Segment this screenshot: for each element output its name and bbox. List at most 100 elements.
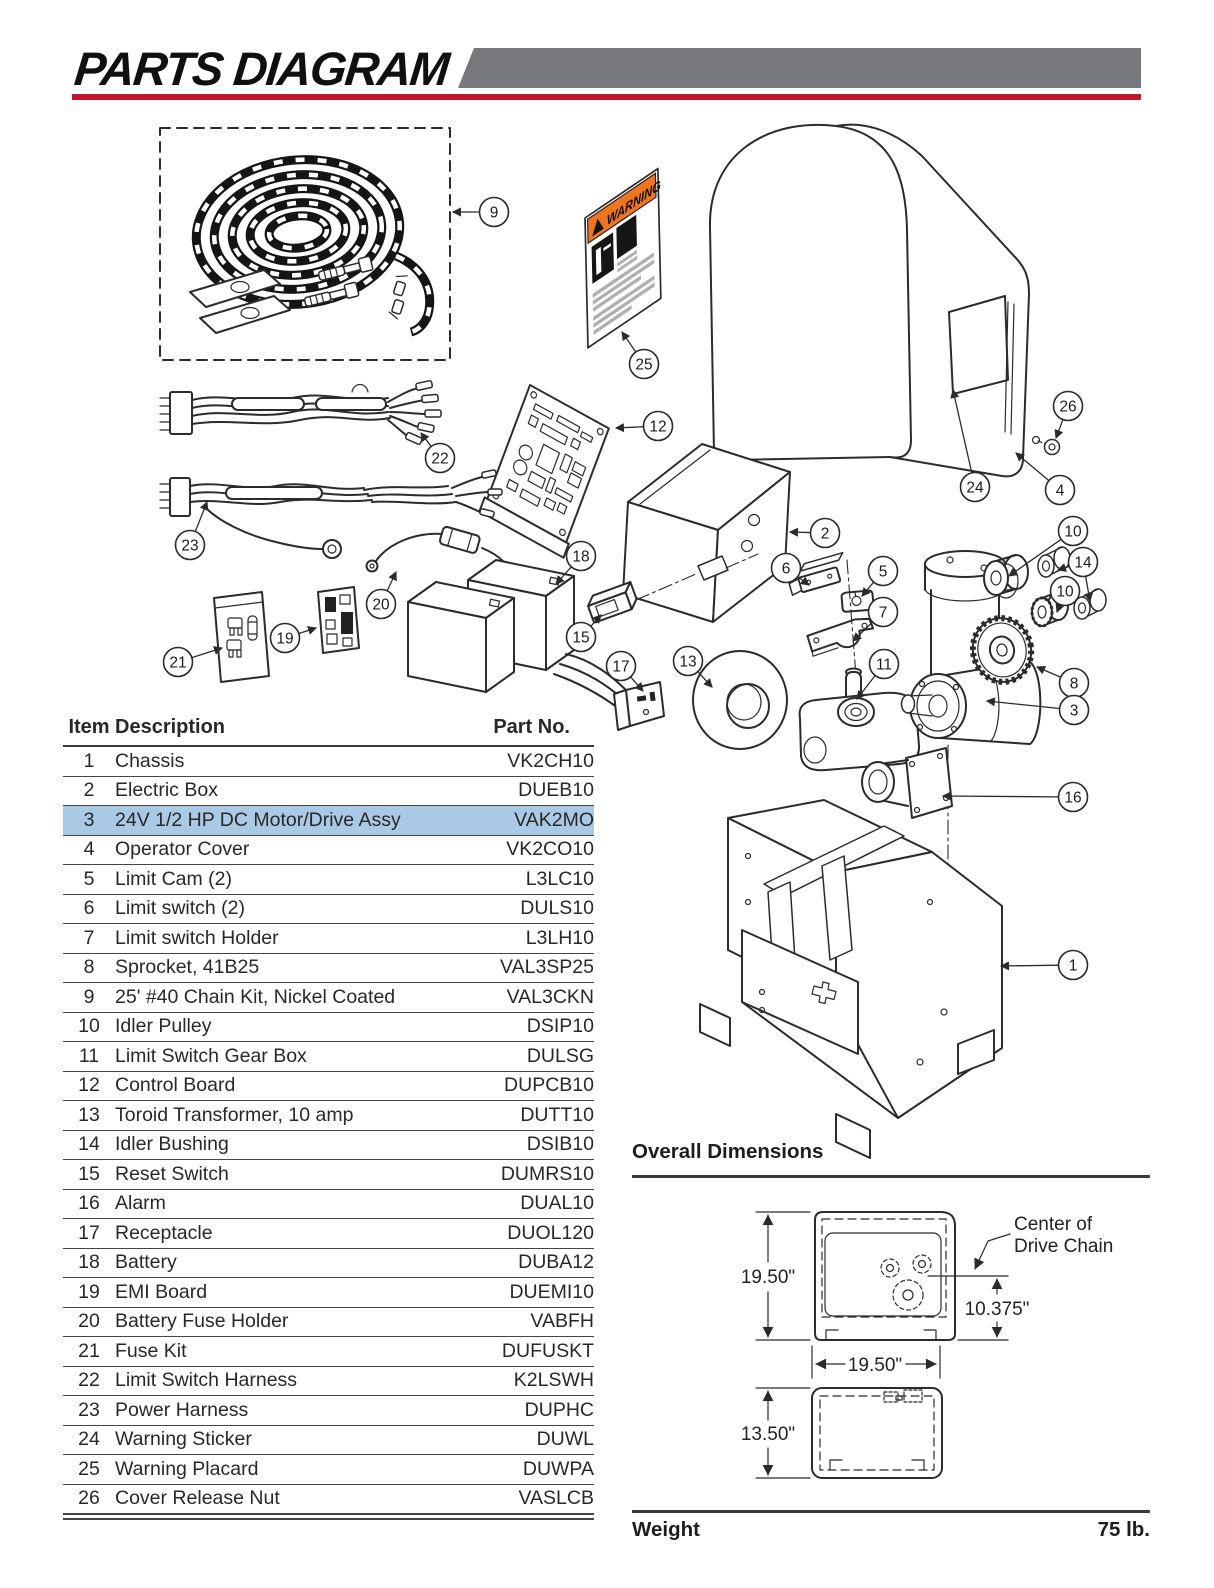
alarm: [861, 747, 953, 819]
sprocket: [969, 615, 1035, 685]
callout-26: 26: [1052, 390, 1084, 440]
table-row: 24 Warning Sticker DUWL: [63, 1424, 594, 1455]
svg-text:2: 2: [821, 526, 830, 543]
dimensions-drawing: 19.50" 10.375" Center of Drive Chain 19.…: [741, 1211, 1113, 1479]
callout-1: 1: [999, 949, 1089, 981]
table-row: 14 Idler Bushing DSIB10: [63, 1129, 594, 1160]
svg-text:23: 23: [181, 538, 198, 555]
idler-pulley: [983, 554, 1029, 599]
svg-text:15: 15: [572, 630, 589, 647]
chain-label-line2: Drive Chain: [1014, 1236, 1113, 1257]
electric-box: [622, 443, 791, 623]
table-row: 1 Chassis VK2CH10: [83, 749, 594, 772]
front-height-dim: 19.50": [741, 1267, 795, 1288]
callout-3: 3: [985, 694, 1090, 726]
callout-16: 16: [941, 781, 1089, 813]
svg-text:10: 10: [1056, 584, 1074, 601]
table-row: 17 Receptacle DUOL120: [63, 1218, 594, 1248]
callout-24: 24: [950, 388, 991, 503]
svg-text:13: 13: [679, 654, 696, 671]
table-row: 19 EMI Board DUEMI10: [63, 1277, 594, 1307]
svg-text:3: 3: [1070, 703, 1079, 720]
control-board: [478, 383, 610, 559]
callout-21: 21: [162, 646, 224, 678]
table-row: 23 Power Harness DUPHC: [63, 1395, 594, 1425]
callout-25: 25: [621, 331, 660, 380]
svg-text:26: 26: [1059, 399, 1076, 416]
idler-bushing: [1037, 546, 1071, 578]
svg-text:11: 11: [876, 657, 892, 674]
table-row: 20 Battery Fuse Holder VABFH: [63, 1306, 594, 1337]
page-header: PARTS DIAGRAM: [72, 42, 1141, 95]
callout-20: 20: [365, 570, 397, 620]
weight-row: Weight 75 lb.: [632, 1518, 1150, 1542]
limit-switch: [788, 551, 844, 596]
svg-text:20: 20: [372, 597, 390, 614]
table-row: 5 Limit Cam (2) L3LC10: [63, 864, 594, 894]
dimensions-rule: [632, 1175, 1150, 1178]
svg-text:6: 6: [782, 561, 791, 578]
svg-text:9: 9: [490, 205, 499, 222]
svg-text:24: 24: [966, 480, 984, 497]
svg-text:22: 22: [431, 451, 448, 468]
table-row: 2 Electric Box DUEB10: [63, 775, 594, 806]
callout-11: 11: [856, 648, 900, 700]
svg-text:14: 14: [1074, 555, 1092, 572]
power-harness: [159, 469, 503, 559]
callout-10: 10: [1008, 515, 1089, 577]
fuse-kit: [213, 591, 270, 683]
parts-table: Item Description Part No. 1 Chassis VK2C…: [63, 714, 594, 1520]
table-row: 3 24V 1/2 HP DC Motor/Drive Assy VAK2MO: [63, 805, 594, 835]
toroid-transformer: [692, 650, 788, 750]
svg-text:5: 5: [879, 564, 888, 581]
chassis: [699, 799, 1003, 1159]
table-row: 10 Idler Pulley DSIP10: [63, 1011, 594, 1042]
col-header-description: Description: [115, 714, 470, 747]
table-row: 18 Battery DUBA12: [63, 1247, 594, 1278]
table-row: 6 Limit switch (2) DULS10: [63, 893, 594, 924]
chain-kit: [159, 127, 451, 361]
svg-text:4: 4: [1056, 483, 1065, 500]
warning-text: WARNING: [607, 177, 662, 229]
chain-offset-dim: 10.375": [965, 1299, 1030, 1320]
svg-text:18: 18: [572, 549, 589, 566]
callout-5: 5: [861, 555, 899, 597]
svg-text:17: 17: [612, 659, 629, 676]
table-row: 12 Control Board DUPCB10: [63, 1070, 594, 1101]
callout-7: 7: [852, 596, 899, 642]
table-row: 26 Cover Release Nut VASLCB: [63, 1483, 594, 1514]
callout-12: 12: [614, 410, 674, 442]
callout-13: 13: [672, 645, 713, 688]
svg-text:12: 12: [649, 419, 666, 436]
battery-fuse-holder: [365, 525, 505, 573]
table-row: 22 Limit Switch Harness K2LSWH: [63, 1365, 594, 1396]
callout-2: 2: [788, 517, 841, 549]
col-header-item: Item: [63, 714, 115, 747]
col-header-part: Part No.: [469, 714, 594, 747]
callout-10: 10: [1049, 575, 1081, 614]
callout-15: 15: [565, 614, 602, 653]
weight-label: Weight: [632, 1518, 700, 1541]
table-row: 25 Warning Placard DUWPA: [63, 1454, 594, 1484]
table-row: 21 Fuse Kit DUFUSKT: [63, 1336, 594, 1366]
dimensions-section-title: Overall Dimensions: [632, 1140, 824, 1163]
svg-text:21: 21: [169, 655, 186, 672]
chain-label-line1: Center of: [1014, 1214, 1093, 1235]
top-view: 13.50": [741, 1387, 943, 1479]
callout-19: 19: [269, 622, 318, 654]
weight-value: 75 lb.: [1097, 1518, 1150, 1541]
callout-14: 14: [1056, 546, 1099, 603]
warning-placard: WARNING: [584, 167, 662, 349]
svg-text:16: 16: [1064, 790, 1081, 807]
svg-text:7: 7: [879, 605, 888, 622]
cover-release-nut: [1043, 438, 1061, 456]
header-gray-bar: [458, 48, 1141, 88]
callout-22: 22: [420, 432, 456, 474]
warning-sticker-location: [948, 295, 1009, 395]
motor: [900, 550, 1042, 939]
svg-text:25: 25: [635, 357, 652, 374]
emi-board: [317, 586, 360, 654]
svg-text:19: 19: [276, 631, 293, 648]
batteries: [407, 559, 575, 693]
table-row: 16 Alarm DUAL10: [63, 1188, 594, 1219]
